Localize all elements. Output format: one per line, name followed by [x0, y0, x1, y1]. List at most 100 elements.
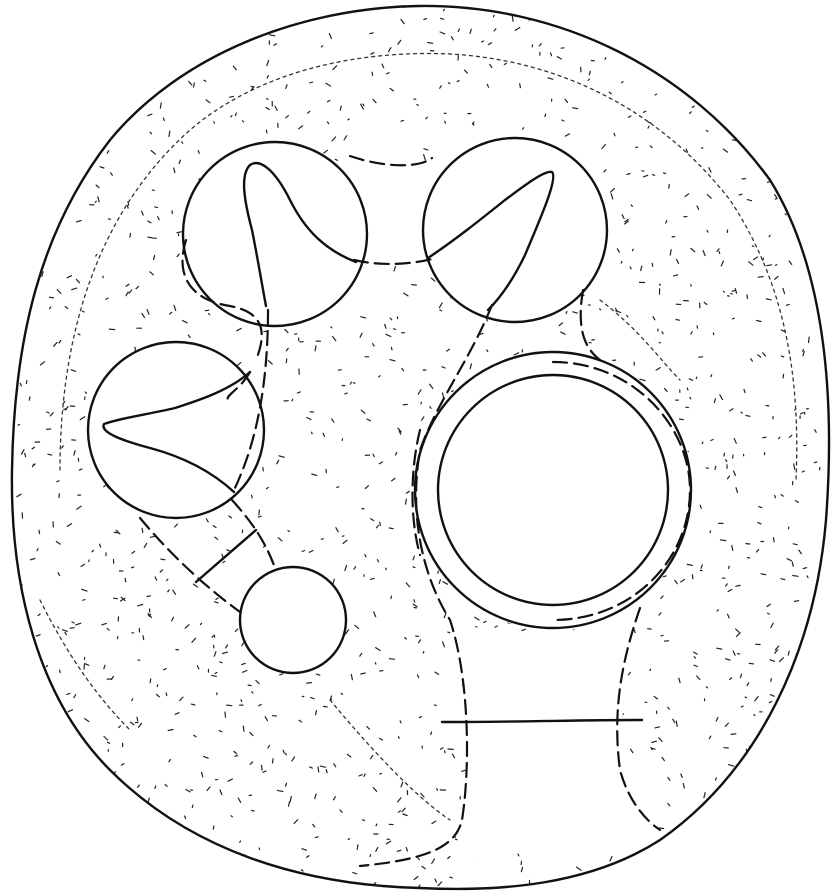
stipple-mark: [321, 46, 323, 47]
stipple-mark: [34, 260, 35, 262]
stipple-mark: [721, 261, 723, 266]
stipple-mark: [182, 320, 187, 322]
stipple-mark: [145, 856, 147, 861]
stipple-mark: [183, 48, 186, 49]
stipple-mark: [83, 863, 85, 866]
stipple-mark: [237, 328, 241, 330]
stipple-mark: [157, 695, 160, 697]
stipple-mark: [399, 737, 400, 739]
stipple-mark: [691, 332, 692, 334]
stipple-mark: [353, 383, 355, 384]
stipple-mark: [227, 705, 232, 706]
stipple-mark: [444, 613, 446, 617]
stipple-mark: [430, 384, 433, 388]
stipple-mark: [401, 120, 404, 121]
stipple-mark: [787, 111, 790, 115]
stipple-mark: [84, 664, 85, 669]
stipple-mark: [621, 82, 623, 83]
stipple-mark: [752, 246, 753, 247]
stipple-mark: [111, 869, 113, 870]
stipple-mark: [47, 412, 50, 413]
stipple-mark: [398, 798, 401, 802]
stipple-mark: [707, 231, 708, 233]
stipple-mark: [310, 767, 313, 768]
stipple-mark: [278, 790, 283, 791]
stipple-mark: [771, 623, 774, 627]
stipple-mark: [71, 783, 72, 788]
stipple-mark: [593, 877, 594, 880]
stipple-mark: [666, 221, 667, 224]
stipple-mark: [207, 787, 210, 791]
stipple-mark: [430, 407, 431, 409]
stipple-mark: [58, 627, 59, 628]
stipple-mark: [33, 798, 35, 801]
stipple-mark: [197, 666, 198, 669]
stipple-mark: [56, 541, 60, 544]
stipple-mark: [155, 207, 158, 208]
stipple-mark: [333, 579, 335, 584]
stipple-mark: [650, 669, 651, 671]
stipple-mark: [749, 262, 753, 266]
stipple-mark: [775, 195, 777, 198]
stipple-mark: [267, 61, 269, 66]
stipple-mark: [760, 807, 763, 810]
stipple-mark: [652, 263, 653, 266]
stipple-mark: [726, 851, 728, 854]
stipple-mark: [783, 876, 784, 879]
stipple-mark: [414, 877, 418, 880]
stipple-mark: [85, 837, 89, 838]
stipple-mark: [766, 841, 767, 844]
stipple-mark: [419, 640, 421, 643]
stipple-mark: [413, 556, 414, 560]
stipple-mark: [98, 197, 99, 202]
stipple-mark: [234, 751, 237, 753]
stipple-mark: [233, 858, 234, 860]
stipple-mark: [292, 757, 295, 761]
stipple-mark: [315, 837, 318, 838]
stipple-mark: [286, 116, 289, 118]
stipple-mark: [336, 528, 338, 532]
stipple-mark: [788, 113, 792, 115]
stipple-mark: [673, 719, 675, 722]
stipple-mark: [394, 329, 396, 330]
stipple-mark: [78, 334, 80, 335]
stipple-mark: [178, 839, 180, 840]
stipple-mark: [361, 410, 365, 413]
stipple-mark: [398, 811, 400, 813]
stipple-mark: [163, 118, 164, 120]
stipple-mark: [773, 163, 777, 166]
stipple-mark: [84, 797, 86, 799]
stipple-mark: [614, 133, 615, 135]
stipple-mark: [259, 704, 261, 705]
stipple-mark: [495, 626, 497, 627]
stipple-mark: [67, 693, 70, 694]
stipple-mark: [403, 814, 407, 816]
stipple-mark: [668, 778, 670, 781]
stipple-mark: [252, 692, 253, 693]
stipple-mark: [716, 778, 717, 780]
stipple-mark: [131, 722, 134, 725]
stipple-mark: [148, 237, 152, 238]
stipple-mark: [441, 748, 443, 750]
stipple-mark: [386, 334, 391, 336]
stipple-mark: [759, 48, 763, 50]
stipple-mark: [670, 250, 671, 255]
stipple-mark: [46, 666, 47, 667]
stipple-mark: [34, 9, 37, 10]
stipple-mark: [215, 602, 219, 603]
stipple-mark: [731, 293, 732, 294]
stipple-mark: [340, 810, 342, 812]
stipple-mark: [814, 462, 816, 463]
stipple-mark: [104, 665, 105, 669]
stipple-mark: [65, 126, 68, 131]
stipple-mark: [783, 374, 784, 378]
stipple-mark: [258, 516, 261, 517]
stipple-mark: [14, 69, 18, 71]
stipple-mark: [716, 718, 718, 722]
stipple-mark: [518, 854, 519, 856]
stipple-mark: [202, 772, 203, 777]
stipple-mark: [394, 267, 396, 271]
stipple-mark: [343, 540, 347, 543]
stipple-mark: [800, 145, 802, 149]
stipple-mark: [240, 841, 241, 842]
